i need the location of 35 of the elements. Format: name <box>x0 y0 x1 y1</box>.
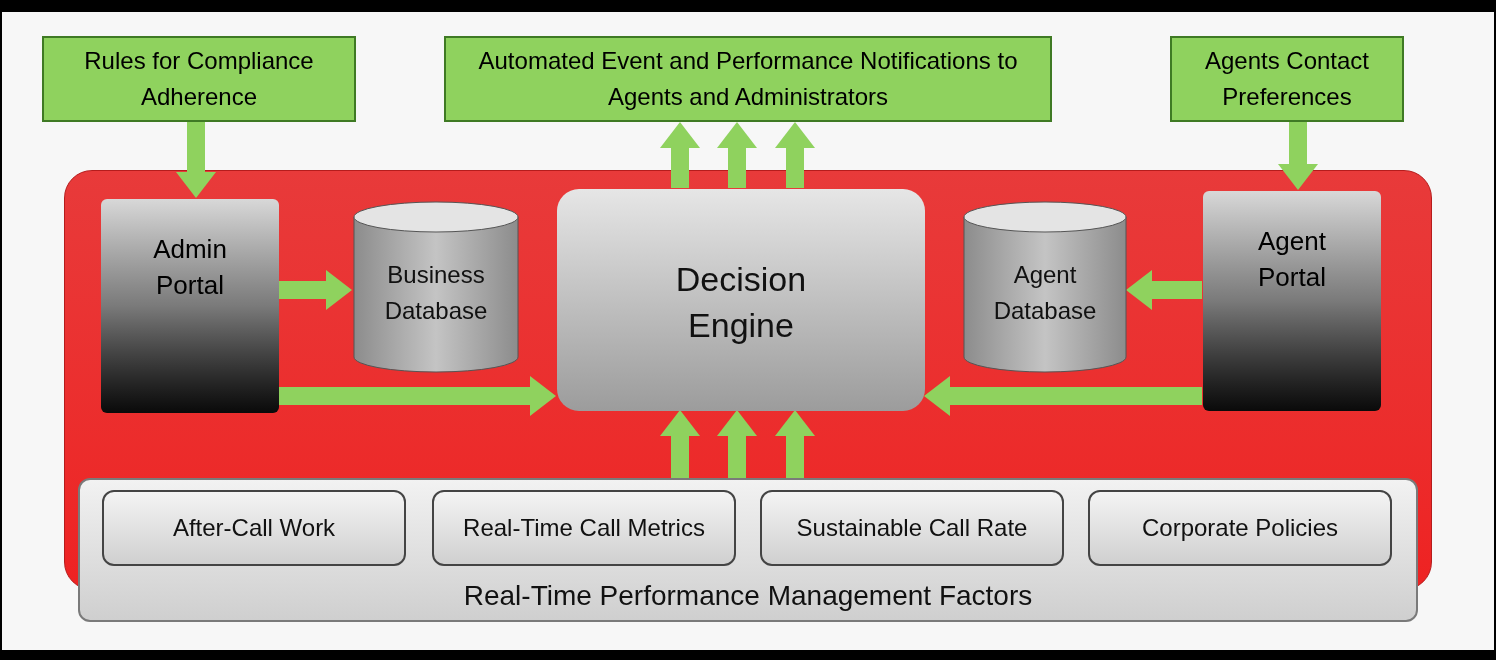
database-label: Agent Database <box>992 260 1098 326</box>
factor-box <box>102 490 406 566</box>
engine-box <box>557 189 925 411</box>
block-arrow <box>660 122 700 188</box>
block-arrow <box>717 410 757 478</box>
block-arrow <box>660 410 700 478</box>
box-label: Sustainable Call Rate <box>795 512 1029 543</box>
factor-box <box>432 490 736 566</box>
block-arrow <box>775 410 815 478</box>
portal-box <box>1203 191 1381 411</box>
box-label: Corporate Policies <box>1140 512 1340 543</box>
input-box <box>444 36 1052 122</box>
box-label: Decision Engine <box>674 259 808 346</box>
block-arrow <box>924 376 1202 416</box>
database-label: Business Database <box>383 260 489 326</box>
block-arrow <box>278 376 556 416</box>
block-arrow <box>1278 122 1318 190</box>
portal-box <box>101 199 279 413</box>
input-box <box>1170 36 1404 122</box>
block-arrow <box>176 122 216 198</box>
box-label: Automated Event and Performance Notifications to Agents and Administrators <box>477 46 1019 112</box>
box-label: Real-Time Call Metrics <box>462 512 706 543</box>
panel-heading: Real-Time Performance Management Factors <box>463 578 1033 613</box>
factor-box <box>1088 490 1392 566</box>
block-arrow <box>1126 270 1202 310</box>
factor-box <box>760 490 1064 566</box>
block-arrow <box>717 122 757 188</box>
box-label: Agent Portal <box>1257 225 1327 295</box>
block-arrow <box>278 270 352 310</box>
input-box <box>42 36 356 122</box>
box-label: After-Call Work <box>171 512 337 543</box>
box-label: Agents Contact Preferences <box>1203 46 1371 112</box>
box-label: Rules for Compliance Adherence <box>83 46 315 112</box>
block-arrow <box>775 122 815 188</box>
box-label: Admin Portal <box>152 233 228 303</box>
